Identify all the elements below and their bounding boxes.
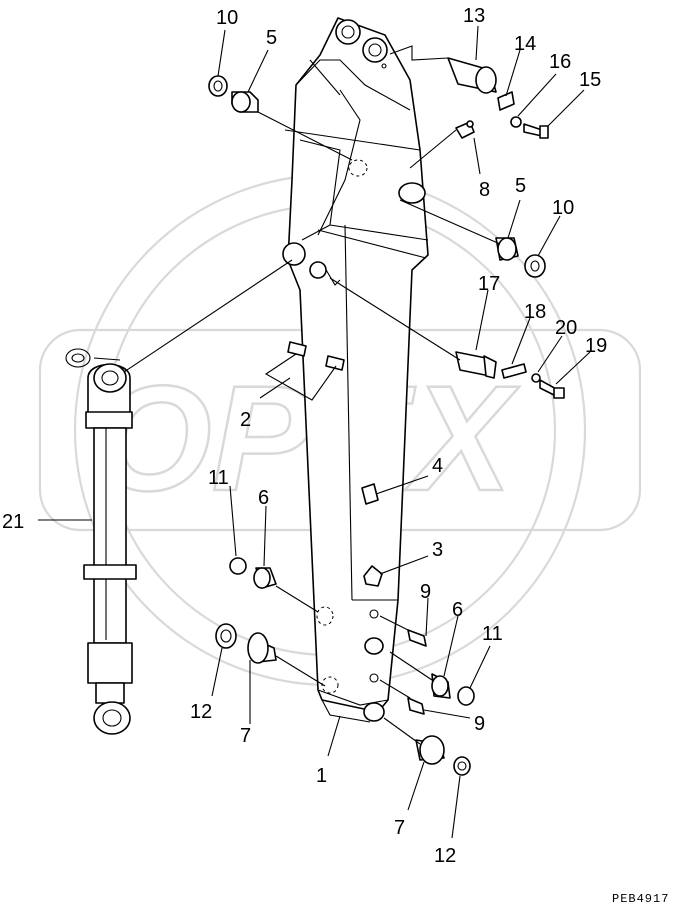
callout-12: 12 [190, 701, 212, 723]
callout-21: 21 [2, 511, 24, 533]
plate-18 [501, 363, 527, 379]
callout-3: 3 [432, 539, 443, 561]
callout-1: 1 [316, 765, 327, 787]
shim-2a [287, 341, 307, 357]
callout-9: 9 [474, 713, 485, 735]
pin-13 [447, 57, 497, 94]
callout-10: 10 [552, 197, 574, 219]
washer-12b [453, 756, 471, 776]
callout-9: 9 [420, 581, 431, 603]
bushing-7a [247, 632, 277, 664]
callout-11: 11 [208, 467, 229, 489]
bracket-3 [363, 565, 383, 587]
callout-11: 11 [482, 623, 503, 645]
callout-17: 17 [478, 273, 500, 295]
washer-11a [229, 557, 247, 575]
leader-lines [38, 25, 591, 839]
callout-6: 6 [258, 487, 269, 509]
callout-13: 13 [463, 5, 485, 27]
callout-15: 15 [579, 69, 601, 91]
callout-6: 6 [452, 599, 463, 621]
bushing-7b [415, 735, 445, 765]
callout-5: 5 [266, 27, 277, 49]
drawing-code: PEB4917 [612, 892, 669, 906]
bushing-6a [253, 567, 277, 589]
washer-20 [531, 373, 541, 383]
bolt-15 [523, 123, 549, 139]
callout-2: 2 [240, 409, 251, 431]
shim-2b [325, 355, 345, 371]
hydraulic-cylinder [65, 348, 137, 735]
grease-fitting-9a [407, 629, 427, 647]
callout-5: 5 [515, 175, 526, 197]
washer-11b [457, 686, 475, 706]
callout-18: 18 [524, 301, 546, 323]
callout-7: 7 [394, 817, 405, 839]
bushing-5a [231, 91, 259, 113]
bolt-19 [539, 379, 565, 399]
plate-14 [497, 91, 515, 111]
callout-4: 4 [432, 455, 443, 477]
washer-10b [524, 254, 546, 278]
grease-fitting-8 [455, 120, 475, 139]
washer-10a [208, 75, 228, 97]
arm-body [282, 17, 429, 723]
pin-17 [455, 351, 497, 379]
callout-16: 16 [549, 51, 571, 73]
bushing-5b [495, 237, 519, 261]
callout-19: 19 [585, 335, 607, 357]
grease-fitting-9b [407, 697, 425, 715]
callout-14: 14 [514, 33, 536, 55]
block-4 [361, 483, 379, 505]
callout-12: 12 [434, 845, 456, 867]
callout-20: 20 [555, 317, 577, 339]
callout-10: 10 [216, 7, 238, 29]
bushing-6b [431, 673, 451, 699]
callout-8: 8 [479, 179, 490, 201]
washer-12a [215, 623, 237, 649]
callouts: 10 5 13 14 16 15 8 5 10 17 18 20 19 2 4 … [2, 5, 607, 867]
callout-7: 7 [240, 725, 251, 747]
washer-16 [510, 116, 522, 128]
